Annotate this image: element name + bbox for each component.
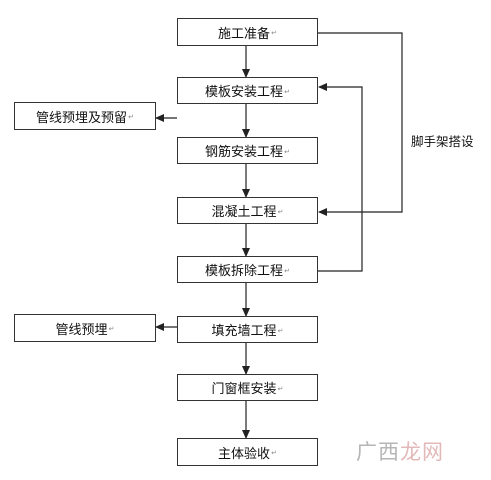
watermark-part1: 广西 <box>356 440 400 464</box>
step-label: 模板安装工程 <box>205 85 284 100</box>
side-pipe-embed: 管线预埋↵ <box>14 314 156 342</box>
return-mark: ↵ <box>284 147 290 156</box>
watermark: 广西龙网 <box>356 436 444 466</box>
return-mark: ↵ <box>277 207 284 216</box>
return-mark: ↵ <box>108 325 115 333</box>
scaffold-connector <box>318 32 403 216</box>
side-pipe-embed-reserve: 管线预埋及预留↵ <box>14 102 156 130</box>
step-label: 填充墙工程 <box>211 324 277 339</box>
step-label: 主体验收 <box>218 446 271 462</box>
return-loop-connector <box>318 83 363 272</box>
side-label: 管线预埋 <box>55 322 108 338</box>
step-formwork-removal: 模板拆除工程↵ <box>177 256 318 283</box>
watermark-part2: 龙网 <box>400 440 444 464</box>
step-label: 混凝土工程 <box>211 205 277 220</box>
return-mark: ↵ <box>277 384 284 393</box>
return-mark: ↵ <box>284 266 290 275</box>
return-mark: ↵ <box>271 449 277 457</box>
step-label: 模板拆除工程 <box>205 264 284 279</box>
step-formwork-installation: 模板安装工程↵ <box>177 77 318 104</box>
scaffold-label-text: 脚手架搭设 <box>411 134 474 149</box>
step-infill-wall: 填充墙工程↵ <box>177 316 318 343</box>
step-construction-prep: 施工准备↵ <box>177 18 318 46</box>
return-mark: ↵ <box>271 29 277 37</box>
step-main-acceptance: 主体验收↵ <box>177 438 318 466</box>
step-door-window-frame: 门窗框安装↵ <box>177 374 318 401</box>
return-mark: ↵ <box>284 87 290 96</box>
return-mark: ↵ <box>277 326 284 335</box>
step-label: 施工准备 <box>218 26 271 42</box>
side-label: 管线预埋及预留 <box>36 110 128 126</box>
step-label: 钢筋安装工程 <box>205 145 284 160</box>
scaffold-label: 脚手架搭设 <box>411 131 474 150</box>
step-concrete-works: 混凝土工程↵ <box>177 197 318 224</box>
step-rebar-installation: 钢筋安装工程↵ <box>177 137 318 164</box>
return-mark: ↵ <box>128 113 134 121</box>
step-label: 门窗框安装 <box>211 382 277 397</box>
